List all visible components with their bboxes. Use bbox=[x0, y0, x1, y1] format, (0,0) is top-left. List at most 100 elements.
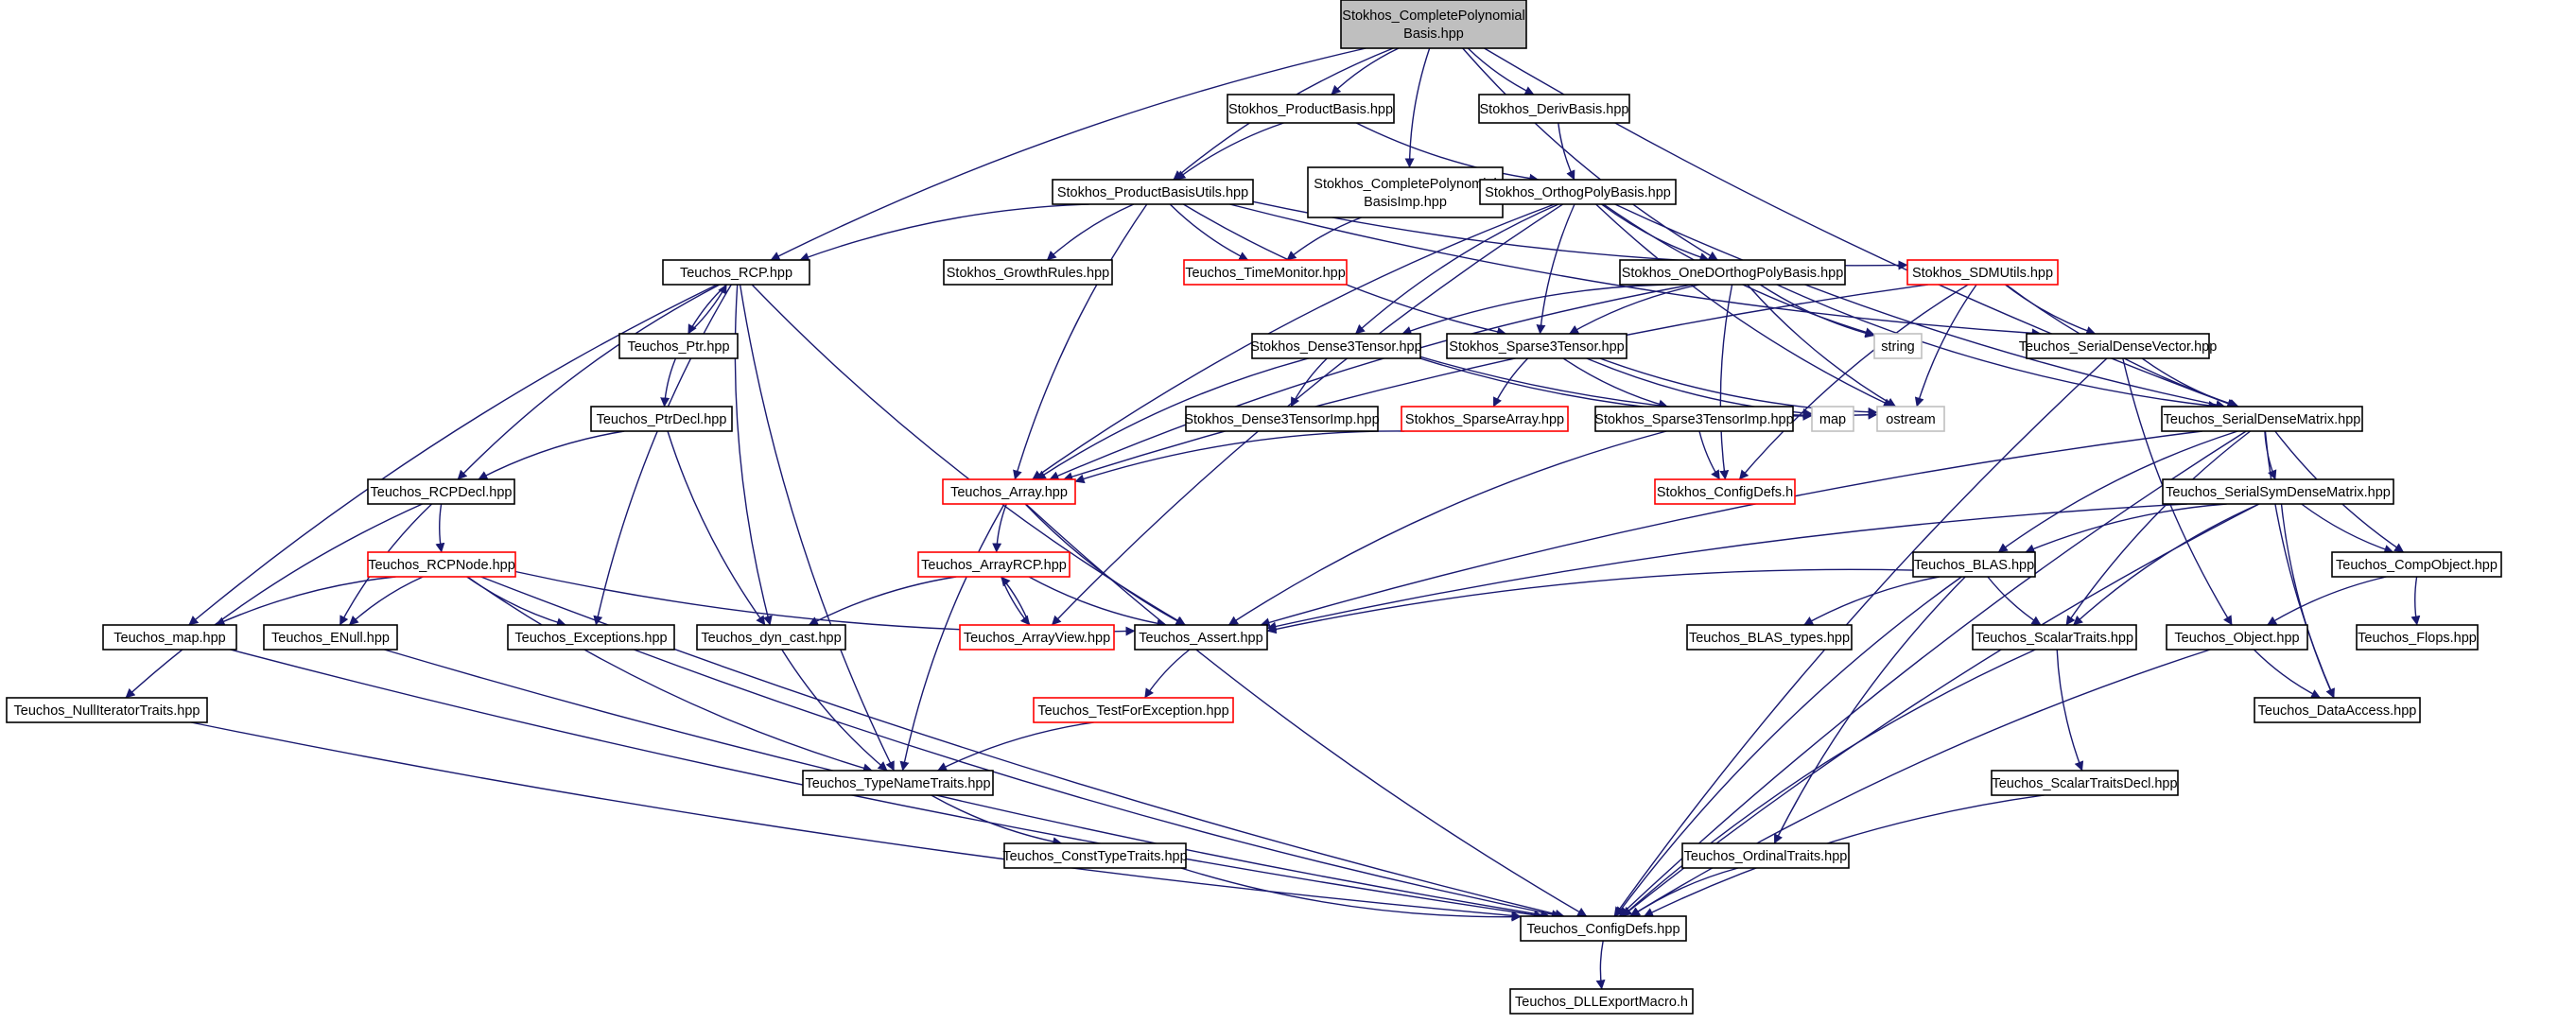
node-assert[interactable]: Teuchos_Assert.hpp bbox=[1134, 624, 1268, 651]
edge-root-to-derivbasis bbox=[1467, 47, 1535, 95]
edge-object-to-dataaccess bbox=[2253, 649, 2322, 699]
edge-blas-to-configdefs bbox=[1615, 576, 1962, 917]
edge-sdmatrix-to-assert bbox=[1260, 430, 2202, 628]
edge-cpbimp-to-timemonitor bbox=[1286, 217, 1362, 261]
node-box bbox=[507, 624, 675, 651]
node-label: Basis.hpp bbox=[1403, 26, 1464, 42]
node-box bbox=[1906, 259, 2059, 286]
edge-sparsearray-to-array bbox=[1074, 430, 1405, 484]
node-map[interactable]: map bbox=[1811, 406, 1854, 432]
edge-arrayrcp-to-assert bbox=[1028, 576, 1167, 629]
node-dense3[interactable]: Stokhos_Dense3Tensor.hpp bbox=[1250, 333, 1422, 359]
node-label: Teuchos_SerialDenseVector.hpp bbox=[2019, 339, 2218, 355]
node-label: Teuchos_ConstTypeTraits.hpp bbox=[1002, 849, 1187, 864]
node-dllexport[interactable]: Teuchos_DLLExportMacro.h bbox=[1509, 988, 1694, 1015]
node-box bbox=[1227, 94, 1395, 124]
node-label: Teuchos_ArrayRCP.hpp bbox=[921, 558, 1067, 573]
edge-sdmutils-to-sdvector bbox=[2004, 284, 2097, 336]
node-box bbox=[1873, 333, 1923, 359]
node-object[interactable]: Teuchos_Object.hpp bbox=[2166, 624, 2308, 651]
node-compobject[interactable]: Teuchos_CompObject.hpp bbox=[2331, 551, 2502, 578]
node-sparse3[interactable]: Stokhos_Sparse3Tensor.hpp bbox=[1446, 333, 1627, 359]
edge-rcp-to-tmap bbox=[188, 284, 718, 626]
node-stokconfig[interactable]: Stokhos_ConfigDefs.h bbox=[1654, 478, 1796, 505]
node-onedortho[interactable]: Stokhos_OneDOrthogPolyBasis.hpp bbox=[1619, 259, 1846, 286]
node-box bbox=[1033, 697, 1234, 723]
node-exceptions[interactable]: Teuchos_Exceptions.hpp bbox=[507, 624, 675, 651]
edge-tmap-to-configdefs bbox=[230, 649, 1543, 920]
node-sdvector[interactable]: Teuchos_SerialDenseVector.hpp bbox=[2019, 333, 2218, 359]
node-tmap[interactable]: Teuchos_map.hpp bbox=[102, 624, 237, 651]
node-ptr[interactable]: Teuchos_Ptr.hpp bbox=[618, 333, 739, 359]
node-box bbox=[2026, 333, 2210, 359]
node-scalartraits[interactable]: Teuchos_ScalarTraits.hpp bbox=[1972, 624, 2137, 651]
node-array[interactable]: Teuchos_Array.hpp bbox=[942, 478, 1076, 505]
node-derivbasis[interactable]: Stokhos_DerivBasis.hpp bbox=[1478, 94, 1630, 124]
node-ostream[interactable]: ostream bbox=[1876, 406, 1945, 432]
node-box bbox=[1811, 406, 1854, 432]
edge-derivbasis-to-orthopoly bbox=[1558, 122, 1575, 181]
node-blastypes[interactable]: Teuchos_BLAS_types.hpp bbox=[1686, 624, 1853, 651]
node-rcpnode[interactable]: Teuchos_RCPNode.hpp bbox=[367, 551, 516, 578]
node-sparsearray[interactable]: Stokhos_SparseArray.hpp bbox=[1401, 406, 1569, 432]
node-ordinal[interactable]: Teuchos_OrdinalTraits.hpp bbox=[1681, 842, 1850, 869]
node-scalartraitsdecl[interactable]: Teuchos_ScalarTraitsDecl.hpp bbox=[1991, 770, 2179, 796]
edge-orthopoly-to-sdmatrix bbox=[1614, 203, 2226, 409]
edge-arrayrcp-to-dyncast bbox=[808, 576, 957, 626]
node-box bbox=[1003, 842, 1187, 869]
node-testforexc[interactable]: Teuchos_TestForException.hpp bbox=[1033, 697, 1234, 723]
node-nulliter[interactable]: Teuchos_NullIteratorTraits.hpp bbox=[6, 697, 208, 723]
node-rcpdecl[interactable]: Teuchos_RCPDecl.hpp bbox=[367, 478, 515, 505]
node-string[interactable]: string bbox=[1873, 333, 1923, 359]
node-box bbox=[1594, 406, 1794, 432]
node-box bbox=[917, 551, 1070, 578]
node-dense3imp[interactable]: Stokhos_Dense3TensorImp.hpp bbox=[1184, 406, 1380, 432]
node-ptrdecl[interactable]: Teuchos_PtrDecl.hpp bbox=[590, 406, 733, 432]
node-box bbox=[1654, 478, 1796, 505]
edge-exceptions-to-configdefs bbox=[633, 649, 1561, 919]
node-typename[interactable]: Teuchos_TypeNameTraits.hpp bbox=[802, 770, 994, 796]
node-pbutils[interactable]: Stokhos_ProductBasisUtils.hpp bbox=[1052, 179, 1254, 205]
edge-testforexc-to-typename bbox=[937, 721, 1094, 772]
edge-sparse3-to-sparsearray bbox=[1492, 357, 1529, 408]
edge-pbutils-to-sdvector bbox=[1229, 203, 2042, 338]
edge-rcpnode-to-tmap bbox=[215, 576, 396, 626]
node-box bbox=[590, 406, 733, 432]
node-label: Stokhos_CompletePolynomial bbox=[1342, 9, 1524, 24]
edge-rcpnode-to-typename bbox=[466, 576, 873, 773]
node-label: Teuchos_map.hpp bbox=[113, 631, 226, 646]
node-label: Teuchos_TimeMonitor.hpp bbox=[1185, 266, 1346, 281]
node-timemonitor[interactable]: Teuchos_TimeMonitor.hpp bbox=[1183, 259, 1348, 286]
node-growthrules[interactable]: Stokhos_GrowthRules.hpp bbox=[943, 259, 1113, 286]
node-arrayview[interactable]: Teuchos_ArrayView.hpp bbox=[959, 624, 1115, 651]
edge-rcpnode-to-enull bbox=[348, 576, 424, 626]
node-configdefs[interactable]: Teuchos_ConfigDefs.hpp bbox=[1520, 915, 1687, 942]
node-dyncast[interactable]: Teuchos_dyn_cast.hpp bbox=[696, 624, 846, 651]
edge-blas-to-ordinal bbox=[1773, 576, 1966, 844]
node-blas[interactable]: Teuchos_BLAS.hpp bbox=[1912, 551, 2036, 578]
node-label: Stokhos_SDMUtils.hpp bbox=[1912, 266, 2053, 281]
node-arrayrcp[interactable]: Teuchos_ArrayRCP.hpp bbox=[917, 551, 1070, 578]
node-sparse3imp[interactable]: Stokhos_Sparse3TensorImp.hpp bbox=[1594, 406, 1794, 432]
node-productbasis[interactable]: Stokhos_ProductBasis.hpp bbox=[1227, 94, 1395, 124]
node-label: Stokhos_ConfigDefs.h bbox=[1657, 485, 1793, 500]
node-flops[interactable]: Teuchos_Flops.hpp bbox=[2356, 624, 2479, 651]
edge-root-to-rcp bbox=[770, 47, 1366, 261]
node-dataaccess[interactable]: Teuchos_DataAccess.hpp bbox=[2254, 697, 2421, 723]
node-sdmatrix[interactable]: Teuchos_SerialDenseMatrix.hpp bbox=[2161, 406, 2363, 432]
edge-rcpnode-to-exceptions bbox=[466, 576, 566, 628]
edge-layer bbox=[125, 47, 2421, 990]
node-label: Teuchos_DLLExportMacro.h bbox=[1515, 995, 1688, 1010]
edge-onedortho-to-dense3 bbox=[1401, 284, 1667, 336]
node-label: Stokhos_DerivBasis.hpp bbox=[1480, 102, 1629, 117]
node-label: Teuchos_Flops.hpp bbox=[2358, 631, 2477, 646]
node-enull[interactable]: Teuchos_ENull.hpp bbox=[263, 624, 398, 651]
node-consttype[interactable]: Teuchos_ConstTypeTraits.hpp bbox=[1002, 842, 1188, 869]
node-rcp[interactable]: Teuchos_RCP.hpp bbox=[662, 259, 810, 286]
node-sdmutils[interactable]: Stokhos_SDMUtils.hpp bbox=[1906, 259, 2059, 286]
edge-onedortho-to-ostream bbox=[1747, 284, 1897, 408]
node-orthopoly[interactable]: Stokhos_OrthogPolyBasis.hpp bbox=[1479, 179, 1677, 205]
node-ssdmatrix[interactable]: Teuchos_SerialSymDenseMatrix.hpp bbox=[2162, 478, 2394, 505]
